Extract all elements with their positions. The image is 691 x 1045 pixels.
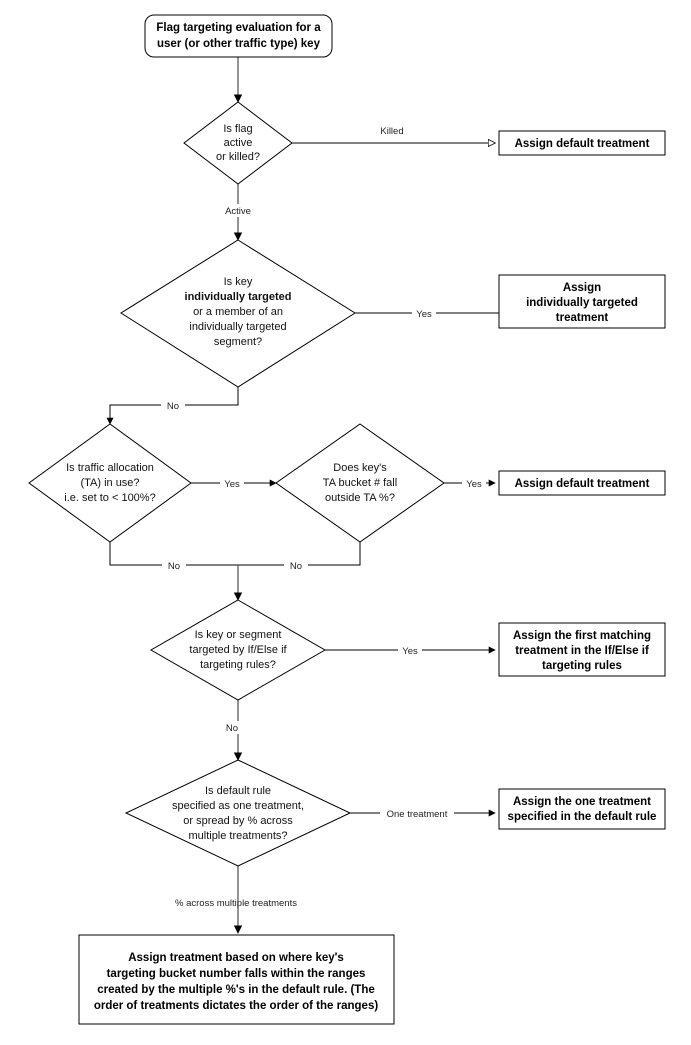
outcome-assign-individually-targeted: Assign individually targeted treatment xyxy=(498,274,666,329)
decision-default-rule-line2: specified as one treatment, xyxy=(172,800,304,812)
edge-label-yes-rules-bg xyxy=(398,644,422,657)
connector-no-ta-bucket-merge xyxy=(238,542,361,566)
edge-label-percent-across: % across multiple treatments xyxy=(175,898,297,909)
decision-default-rule-line1: Is default rule xyxy=(205,785,271,797)
decision-traffic-allocation: Is traffic allocation (TA) in use? i.e. … xyxy=(28,423,192,543)
decision-individually-targeted-line1: Is key xyxy=(224,276,253,288)
decision-ta-bucket: Does key's TA bucket # fall outside TA %… xyxy=(275,423,445,543)
edge-label-yes-rules: Yes xyxy=(402,646,418,657)
outcome-assign-individually-targeted-line1: Assign xyxy=(563,282,601,294)
outcome-assign-first-matching-line1: Assign the first matching xyxy=(513,630,651,642)
edge-label-yes-individual: Yes xyxy=(416,309,432,320)
edge-label-yes-bucket-bg xyxy=(462,477,486,490)
decision-traffic-allocation-shape xyxy=(28,423,192,543)
edge-label-active-bg xyxy=(220,204,256,217)
outcome-assign-one-treatment: Assign the one treatment specified in th… xyxy=(498,788,666,830)
decision-ta-bucket-line2: TA bucket # fall xyxy=(323,477,397,489)
decision-flag-active-line2: active xyxy=(224,137,253,149)
outcome-assign-first-matching-line2: treatment in the If/Else if xyxy=(515,645,649,657)
edge-label-yes-ta: Yes xyxy=(224,479,240,490)
outcome-assign-one-treatment-line2: specified in the default rule xyxy=(508,811,657,823)
outcome-assign-one-treatment-line1: Assign the one treatment xyxy=(513,796,651,808)
outcome-assign-first-matching-line3: targeting rules xyxy=(542,660,622,672)
decision-flag-active-line3-a: or xyxy=(216,151,229,163)
outcome-assign-by-ranges-line1: Assign treatment based on where key's xyxy=(128,952,344,964)
edge-label-yes-individual-bg xyxy=(412,307,436,320)
decision-ta-bucket-shape xyxy=(275,423,445,543)
decision-traffic-allocation-line2: (TA) in use? xyxy=(80,477,139,489)
outcome-assign-by-ranges: Assign treatment based on where key's ta… xyxy=(78,934,395,1025)
decision-default-rule-line3: or spread by % across xyxy=(183,815,293,827)
outcome-assign-by-ranges-line4: order of treatments dictates the order o… xyxy=(94,1000,379,1012)
outcome-assign-one-treatment-shape xyxy=(498,788,666,830)
decision-default-rule-line1-a: Is xyxy=(205,785,217,797)
decision-targeting-rules-line3: targeting rules? xyxy=(200,659,276,671)
decision-default-rule-shape xyxy=(124,759,352,867)
outcome-assign-default-killed: Assign default treatment xyxy=(498,130,666,156)
edge-label-killed-bg xyxy=(375,124,411,137)
decision-flag-active: Is flag active or killed? xyxy=(183,101,293,185)
decision-targeting-rules-line3-a: targeting rules xyxy=(200,659,270,671)
decision-targeting-rules-line3-b: ? xyxy=(270,659,276,671)
decision-default-rule: Is default rule specified as one treatme… xyxy=(124,759,352,867)
edge-label-group: Killed Active Yes No Yes Yes No No Yes N… xyxy=(161,124,486,909)
edge-label-yes-ta-bg xyxy=(220,477,244,490)
decision-individually-targeted-shape xyxy=(120,239,356,388)
decision-individually-targeted-line5: segment? xyxy=(214,336,262,348)
outcome-assign-first-matching: Assign the first matching treatment in t… xyxy=(498,622,666,677)
start-node-line2: user (or other traffic type) key xyxy=(157,38,321,50)
edge-label-no-ta-bg xyxy=(162,559,186,572)
decision-flag-active-line3-c: ? xyxy=(254,151,260,163)
decision-default-rule-line1-b: default rule xyxy=(217,785,271,797)
decision-flag-active-shape xyxy=(183,101,293,185)
decision-flag-active-line1: Is flag xyxy=(223,123,252,135)
edge-label-no-rules: No xyxy=(226,723,238,734)
decision-ta-bucket-line3: outside TA %? xyxy=(325,492,395,504)
edge-label-one-treatment-bg xyxy=(380,807,454,820)
outcome-assign-individually-targeted-shape xyxy=(498,274,666,329)
outcome-assign-by-ranges-line3: created by the multiple %'s in the defau… xyxy=(97,984,375,996)
decision-individually-targeted-line2: individually targeted xyxy=(185,291,292,303)
decision-traffic-allocation-line3: i.e. set to < 100%? xyxy=(64,492,155,504)
edge-label-no-individual: No xyxy=(167,401,179,412)
start-node-line1: Flag targeting evaluation for a xyxy=(156,22,321,34)
outcome-assign-default-killed-shape xyxy=(498,130,666,156)
decision-traffic-allocation-line1: Is traffic allocation xyxy=(66,462,154,474)
outcome-assign-first-matching-shape xyxy=(498,622,666,677)
edge-label-no-bucket: No xyxy=(290,561,302,572)
outcome-assign-default-ta-line1: Assign default treatment xyxy=(515,478,650,490)
edge-label-no-bucket-bg xyxy=(284,559,308,572)
decision-targeting-rules: Is key or segment targeted by If/Else if… xyxy=(149,599,327,701)
start-node: Flag targeting evaluation for a user (or… xyxy=(144,14,333,58)
edge-label-killed: Killed xyxy=(380,126,403,137)
outcome-assign-by-ranges-shape xyxy=(78,934,395,1025)
start-node-shape xyxy=(144,14,333,58)
outcome-assign-individually-targeted-line2: individually targeted xyxy=(526,297,638,309)
decision-flag-active-line3-b: killed xyxy=(229,151,254,163)
decision-flag-active-line3: or killed? xyxy=(216,151,260,163)
edge-label-no-ta: No xyxy=(168,561,180,572)
outcome-assign-by-ranges-line2: targeting bucket number falls within the… xyxy=(107,968,366,980)
outcome-assign-individually-targeted-line3: treatment xyxy=(556,312,609,324)
edge-label-one-treatment: One treatment xyxy=(387,809,448,820)
decision-ta-bucket-line1: Does key's xyxy=(333,462,387,474)
outcome-assign-default-ta-shape xyxy=(498,470,666,496)
decision-targeting-rules-line2: targeted by If/Else if xyxy=(189,644,287,656)
decision-individually-targeted: Is key individually targeted or a member… xyxy=(120,239,356,388)
decision-default-rule-line4: multiple treatments? xyxy=(188,830,287,842)
outcome-assign-default-ta: Assign default treatment xyxy=(498,470,666,496)
edge-label-active: Active xyxy=(225,206,251,217)
outcome-assign-default-killed-line1: Assign default treatment xyxy=(515,138,650,150)
decision-targeting-rules-line1: Is key or segment xyxy=(195,629,282,641)
edge-label-yes-bucket: Yes xyxy=(466,479,482,490)
decision-targeting-rules-shape xyxy=(149,599,327,701)
connector-no-traffic-allocation-merge xyxy=(109,542,238,566)
edge-label-no-individual-bg xyxy=(161,399,185,412)
decision-individually-targeted-line4: individually targeted xyxy=(189,321,286,333)
edge-label-no-rules-bg xyxy=(220,721,244,734)
decision-individually-targeted-line3: or a member of an xyxy=(193,306,283,318)
